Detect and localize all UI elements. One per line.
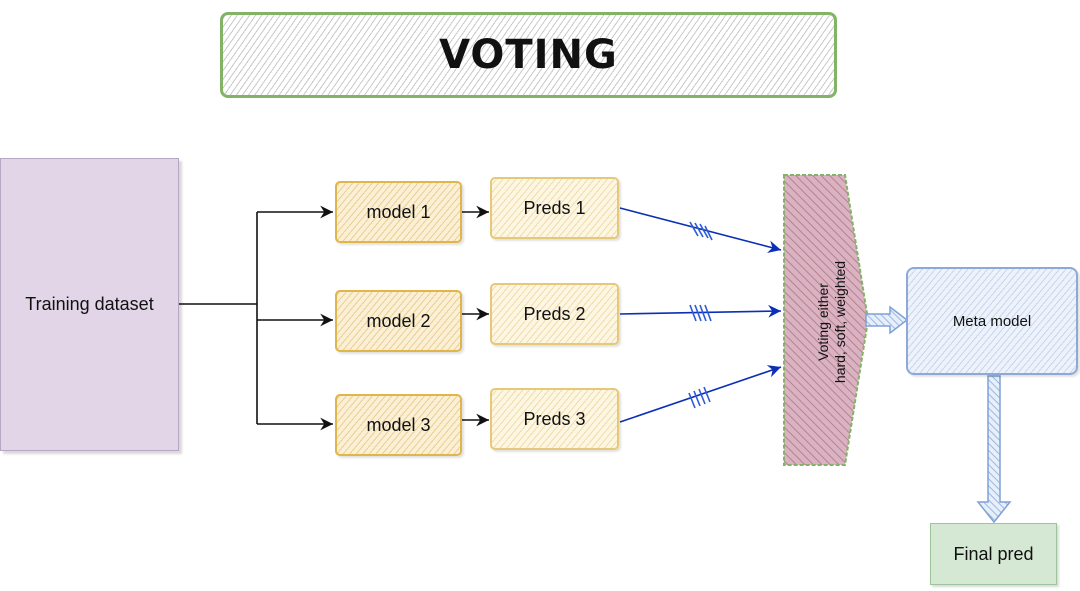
preds-2-box: Preds 2 xyxy=(490,283,619,345)
voting-to-meta-arrow xyxy=(865,305,909,335)
model-3-box: model 3 xyxy=(335,394,462,456)
preds-3-box: Preds 3 xyxy=(490,388,619,450)
fanout-connector xyxy=(179,205,333,431)
voting-label: Voting either hard, soft, weighted xyxy=(815,172,849,472)
model-3-label: model 3 xyxy=(366,414,431,435)
model-1-box: model 1 xyxy=(335,181,462,243)
voting-label-line2: hard, soft, weighted xyxy=(832,260,848,384)
final-pred-box: Final pred xyxy=(930,523,1057,585)
model-2-box: model 2 xyxy=(335,290,462,352)
preds-3-label: Preds 3 xyxy=(523,408,586,429)
preds-2-label: Preds 2 xyxy=(523,303,586,324)
voting-label-line1: Voting either xyxy=(815,283,831,361)
model-pred-arrows xyxy=(462,205,489,427)
preds-1-label: Preds 1 xyxy=(523,197,586,218)
pred-vote-arrows xyxy=(619,207,782,423)
final-pred-label: Final pred xyxy=(953,543,1034,564)
meta-to-final-arrow xyxy=(976,375,1012,524)
preds-1-box: Preds 1 xyxy=(490,177,619,239)
model-2-label: model 2 xyxy=(366,310,431,331)
training-dataset-box: Training dataset xyxy=(0,158,179,451)
hatch-marks xyxy=(688,221,713,409)
title-text: VOTING xyxy=(439,32,618,78)
meta-model-box: Meta model xyxy=(906,267,1078,375)
training-dataset-label: Training dataset xyxy=(25,294,154,314)
voting-shape xyxy=(783,174,870,466)
model-1-label: model 1 xyxy=(366,201,431,222)
meta-model-label: Meta model xyxy=(952,312,1032,330)
diagram-title: VOTING xyxy=(220,12,837,98)
